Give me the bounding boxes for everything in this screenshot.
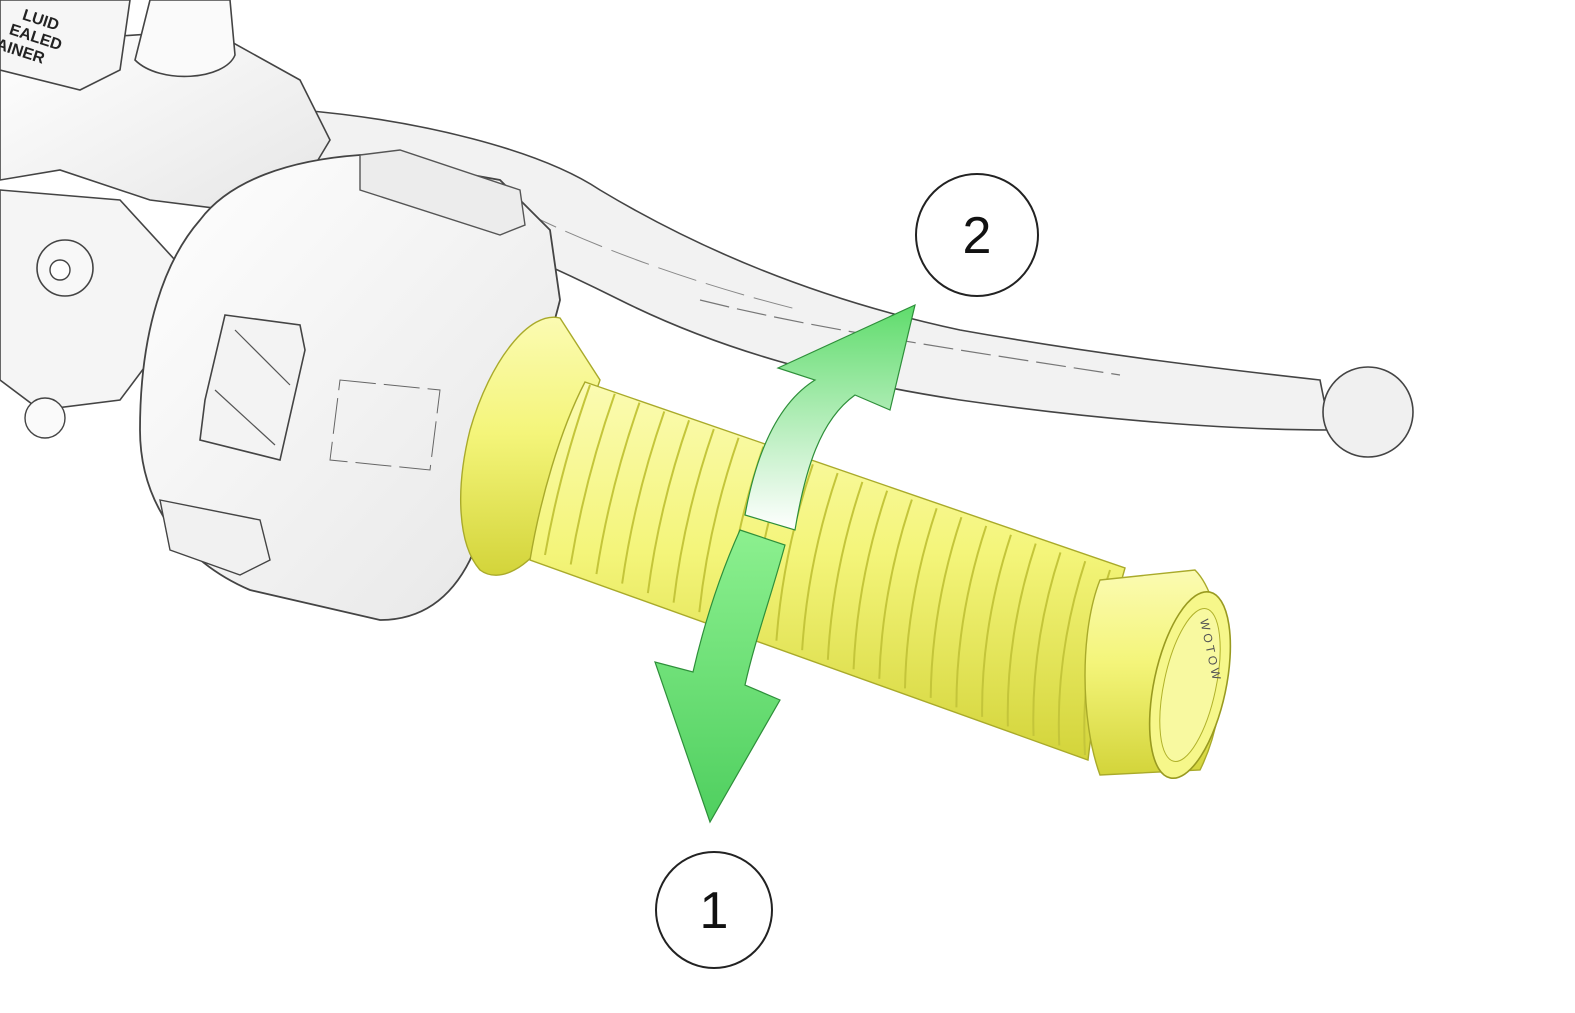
- grip-rib: [878, 499, 913, 679]
- grip-rib: [621, 411, 666, 584]
- callout-2: 2: [915, 173, 1039, 297]
- grip-rib: [595, 402, 641, 575]
- grip-rib: [672, 428, 715, 603]
- switch-housing: [139, 149, 561, 621]
- master-cylinder: LUID EALED AINER: [0, 0, 331, 439]
- grip-rib: [904, 508, 938, 689]
- grip-rib: [826, 481, 864, 660]
- arrow-direction-1: [654, 529, 786, 824]
- grip-rib: [955, 525, 988, 708]
- rotation-arrows: [654, 303, 916, 824]
- callout-1: 1: [655, 851, 773, 969]
- callout-2-label: 2: [963, 207, 992, 265]
- grip-rib: [544, 384, 591, 556]
- grip-rib: [852, 490, 889, 670]
- grip-rib: [929, 516, 963, 698]
- throttle-grip: W O T O W: [460, 316, 1232, 780]
- grip-rib: [981, 534, 1012, 717]
- arrow-direction-2: [744, 303, 916, 531]
- callout-1-label: 1: [700, 882, 729, 940]
- grip-rib: [1006, 543, 1037, 727]
- grip-rib: [569, 393, 616, 565]
- grip-rib: [1057, 560, 1087, 746]
- grip-rib: [801, 472, 839, 651]
- grip-rib: [698, 437, 740, 613]
- grip-rib: [775, 463, 814, 641]
- grip-rib: [1032, 552, 1062, 736]
- grip-rib: [646, 419, 690, 594]
